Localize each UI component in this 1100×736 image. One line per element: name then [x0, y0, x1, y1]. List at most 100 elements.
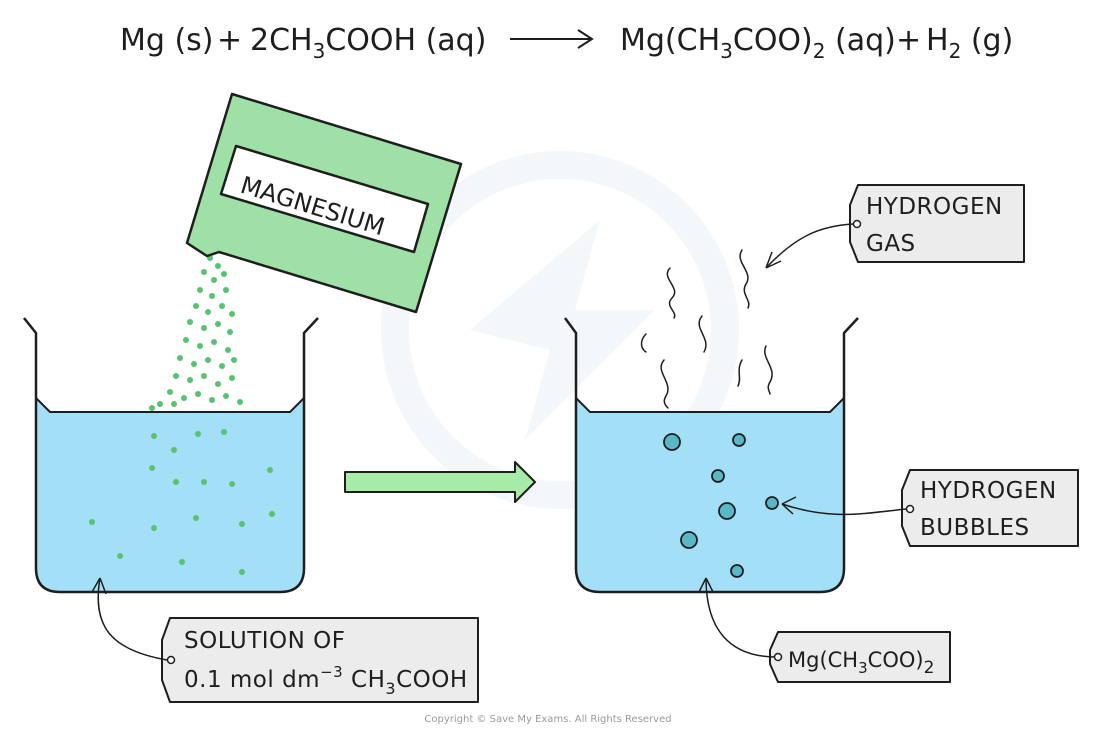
hydrogen-bubble [663, 433, 681, 451]
magnesium-packet: MAGNESIUM [185, 92, 463, 314]
right-beaker-glass [563, 317, 859, 594]
hydrogen-bubbles-label-line1: HYDROGEN [920, 478, 1057, 504]
watermark-logo [381, 151, 739, 509]
solution-label-line1: SOLUTION OF [184, 628, 346, 654]
magnesium-granule [239, 521, 245, 527]
equation-plus-2: + [896, 23, 921, 58]
product-salt-label: Mg(CH3COO)2 [698, 577, 951, 683]
magnesium-granule [151, 433, 157, 439]
product-salt-label-text: Mg(CH3COO)2 [788, 648, 934, 678]
magnesium-granule [221, 429, 227, 435]
magnesium-granule [173, 373, 179, 379]
magnesium-granule [191, 361, 197, 367]
gas-wisp [764, 345, 773, 395]
magnesium-granule [201, 479, 207, 485]
hydrogen-gas-label: HYDROGEN GAS [765, 184, 1025, 269]
hydrogen-bubble [765, 496, 779, 510]
magnesium-granule [151, 525, 157, 531]
magnesium-granule [223, 287, 229, 293]
magnesium-granule [201, 269, 207, 275]
reaction-equation: Mg (s) + 2CH3COOH (aq) Mg(CH3COO)2 (aq) … [120, 23, 1013, 63]
hydrogen-bubble-group [663, 433, 779, 578]
magnesium-granule [239, 569, 245, 575]
magnesium-granule [209, 293, 215, 299]
solution-label-line2: 0.1 mol dm−3 CH3COOH [184, 663, 468, 698]
hydrogen-bubbles-label: HYDROGEN BUBBLES [781, 469, 1079, 547]
gas-wisp [660, 359, 669, 409]
magnesium-granule [229, 481, 235, 487]
magnesium-granule [205, 357, 211, 363]
hydrogen-bubble [711, 469, 725, 483]
magnesium-granule [171, 401, 177, 407]
magnesium-granule [193, 515, 199, 521]
hydrogen-bubble [732, 433, 746, 447]
magnesium-granule [231, 357, 237, 363]
hydrogen-gas-pointer [765, 223, 854, 269]
equation-reactant-acid: 2CH3COOH (aq) [250, 23, 486, 63]
hydrogen-bubbles-label-line2: BUBBLES [920, 515, 1030, 541]
magnesium-granule [149, 405, 155, 411]
left-liquid-surface [35, 397, 305, 413]
magnesium-granule [179, 559, 185, 565]
gas-wisp [666, 267, 676, 319]
magnesium-granule [229, 375, 235, 381]
equation-product-hydrogen: H2 (g) [926, 23, 1013, 63]
right-beaker [563, 317, 859, 594]
hydrogen-gas-label-line1: HYDROGEN [866, 194, 1003, 220]
magnesium-granule [267, 467, 273, 473]
gas-wisp [739, 249, 750, 309]
hydrogen-bubble [718, 502, 736, 520]
magnesium-granule [195, 431, 201, 437]
magnesium-granule [215, 381, 221, 387]
magnesium-granule [193, 303, 199, 309]
solution-label: SOLUTION OF 0.1 mol dm−3 CH3COOH [91, 577, 479, 703]
packet-label-box [219, 144, 430, 254]
equation-arrow [510, 29, 594, 49]
left-beaker-glass [23, 317, 319, 594]
copyright-notice: Copyright © Save My Exams. All Rights Re… [424, 714, 671, 725]
magnesium-granule [187, 377, 193, 383]
magnesium-granule [171, 447, 177, 453]
magnesium-granules [89, 255, 275, 575]
magnesium-granule [201, 373, 207, 379]
equation-plus-1: + [217, 23, 242, 58]
magnesium-granule [223, 393, 229, 399]
left-beaker-liquid [36, 398, 304, 592]
magnesium-granule [181, 395, 187, 401]
magnesium-granule [205, 309, 211, 315]
magnesium-granule [173, 479, 179, 485]
hydrogen-bubble [680, 531, 698, 549]
equation-product-salt: Mg(CH3COO)2 (aq) [620, 23, 896, 63]
magnesium-granule [227, 329, 233, 335]
magnesium-granule [177, 355, 183, 361]
magnesium-granule [183, 337, 189, 343]
right-beaker-liquid [576, 398, 844, 592]
magnesium-granule [269, 511, 275, 517]
magnesium-granule [215, 263, 221, 269]
magnesium-granule [149, 465, 155, 471]
magnesium-granule [229, 311, 235, 317]
left-beaker [23, 317, 319, 594]
magnesium-granule [215, 321, 221, 327]
magnesium-granule [219, 303, 225, 309]
magnesium-granule [197, 343, 203, 349]
magnesium-granule [211, 339, 217, 345]
product-salt-pointer [705, 577, 775, 658]
magnesium-granule [157, 401, 163, 407]
magnesium-granule [225, 347, 231, 353]
magnesium-granule [167, 389, 173, 395]
hydrogen-gas-label-line2: GAS [866, 231, 916, 257]
magnesium-granule [197, 287, 203, 293]
magnesium-granule [201, 325, 207, 331]
gas-wisp [640, 333, 647, 353]
gas-wisp [698, 315, 707, 353]
solution-pointer [97, 577, 168, 661]
hydrogen-gas-wisps [640, 249, 773, 409]
magnesium-granule [187, 319, 193, 325]
process-arrow [344, 461, 536, 503]
equation-reactant-mg: Mg (s) [120, 23, 214, 58]
magnesium-granule [221, 271, 227, 277]
magnesium-granule [89, 519, 95, 525]
